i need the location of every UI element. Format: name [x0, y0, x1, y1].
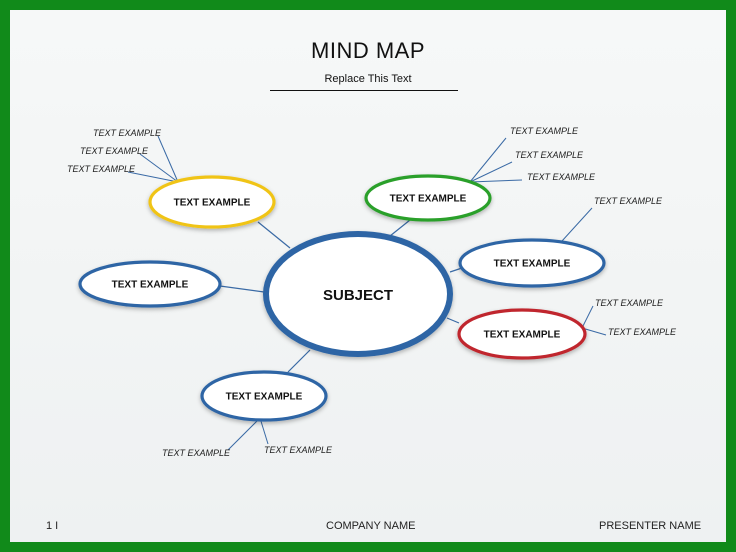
leaf-connector — [469, 179, 523, 183]
page-subtitle: Replace This Text — [324, 73, 412, 85]
connector-line — [446, 317, 460, 324]
leaf-label: TEXT EXAMPLE — [93, 128, 162, 138]
connector-line — [449, 267, 463, 273]
leaf-label: TEXT EXAMPLE — [67, 164, 136, 174]
leaf-label: TEXT EXAMPLE — [264, 445, 333, 455]
branch-node — [78, 260, 222, 308]
title-divider — [270, 90, 458, 91]
branch-node-label: TEXT EXAMPLE — [112, 280, 189, 291]
leaf-connector — [157, 135, 179, 183]
leaf-connector — [127, 171, 179, 183]
branch-node — [364, 174, 492, 222]
subject-label: SUBJECT — [323, 287, 393, 304]
leaf-connector — [581, 305, 594, 329]
leaf-connector — [581, 327, 607, 336]
branch-node — [457, 308, 587, 360]
leaf-label: TEXT EXAMPLE — [608, 327, 677, 337]
leaf-label: TEXT EXAMPLE — [510, 126, 579, 136]
page-number: 1 I — [46, 520, 59, 532]
leaf-connector — [259, 417, 269, 445]
subject-node — [263, 231, 453, 357]
branch-node-label: TEXT EXAMPLE — [484, 330, 561, 341]
leaf-label: TEXT EXAMPLE — [527, 172, 596, 182]
connector-line — [219, 285, 265, 293]
branch-node-label: TEXT EXAMPLE — [226, 392, 303, 403]
leaf-label: TEXT EXAMPLE — [595, 298, 664, 308]
branch-node — [200, 370, 328, 422]
leaf-connector — [469, 137, 507, 183]
mind-map-diagram: TEXT EXAMPLE TEXT EXAMPLE TEXT EXAMPLE TEXT… — [67, 126, 677, 458]
company-name: COMPANY NAME — [326, 520, 416, 532]
leaf-label: TEXT EXAMPLE — [162, 448, 231, 458]
connector-line — [287, 349, 311, 373]
leaf-label: TEXT EXAMPLE — [80, 146, 149, 156]
branch-node — [148, 175, 276, 229]
leaf-connector — [139, 153, 179, 183]
branch-node — [458, 238, 606, 288]
branch-node-label: TEXT EXAMPLE — [494, 259, 571, 270]
leaf-label: TEXT EXAMPLE — [515, 150, 584, 160]
leaf-label: TEXT EXAMPLE — [594, 196, 663, 206]
leaf-connector — [227, 417, 261, 451]
leaf-connector — [469, 161, 513, 183]
leaf-connector — [561, 207, 593, 242]
presenter-name: PRESENTER NAME — [599, 520, 702, 532]
connector-line — [257, 221, 291, 249]
page-title: MIND MAP — [311, 38, 425, 63]
connector-line — [389, 219, 411, 237]
branch-node-label: TEXT EXAMPLE — [390, 194, 467, 205]
branch-node-label: TEXT EXAMPLE — [174, 198, 251, 209]
